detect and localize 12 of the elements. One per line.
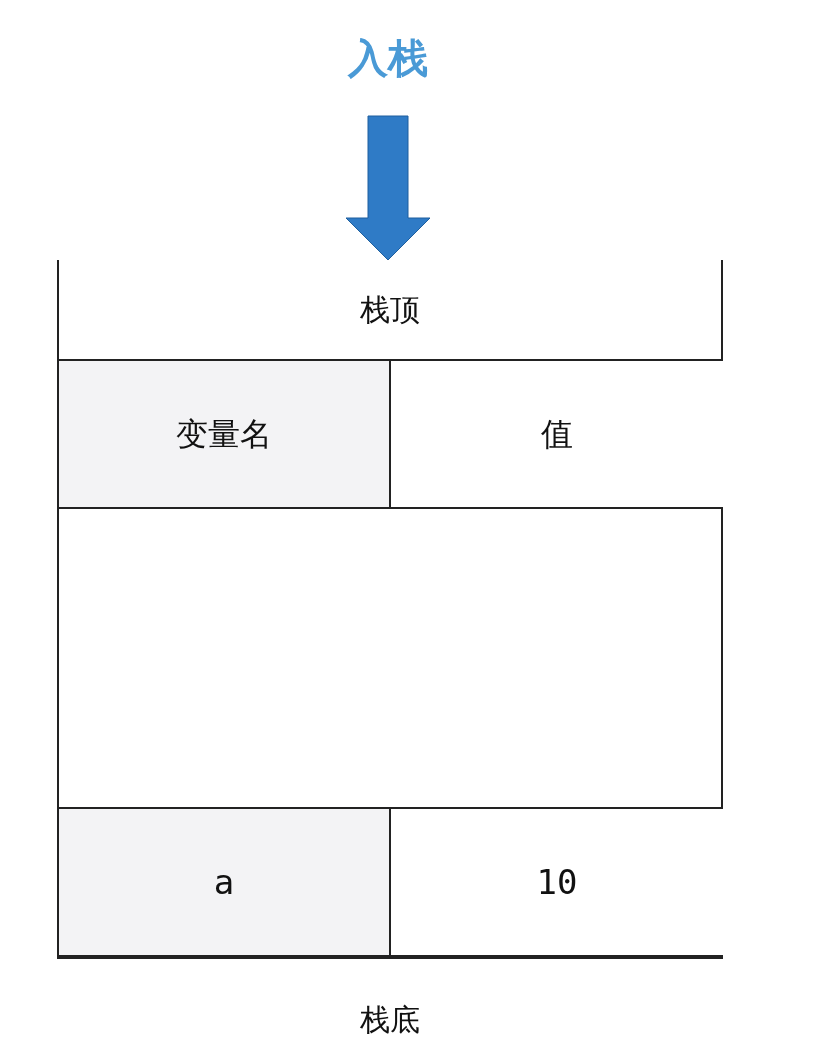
stack-bottom-label: 栈底: [360, 1001, 420, 1039]
table-cell: [391, 359, 723, 509]
table-cell: [59, 807, 391, 957]
heading: 入栈: [348, 34, 428, 83]
cell-text: a: [213, 860, 235, 904]
table-cell: [59, 359, 391, 509]
stack-top-label: 栈顶: [360, 291, 420, 329]
cell-text: 10: [536, 860, 578, 904]
cell-text: 值: [541, 414, 573, 455]
block-arrow: [345, 115, 431, 261]
table-cell: [391, 807, 723, 957]
cell-text: 变量名: [176, 414, 272, 455]
